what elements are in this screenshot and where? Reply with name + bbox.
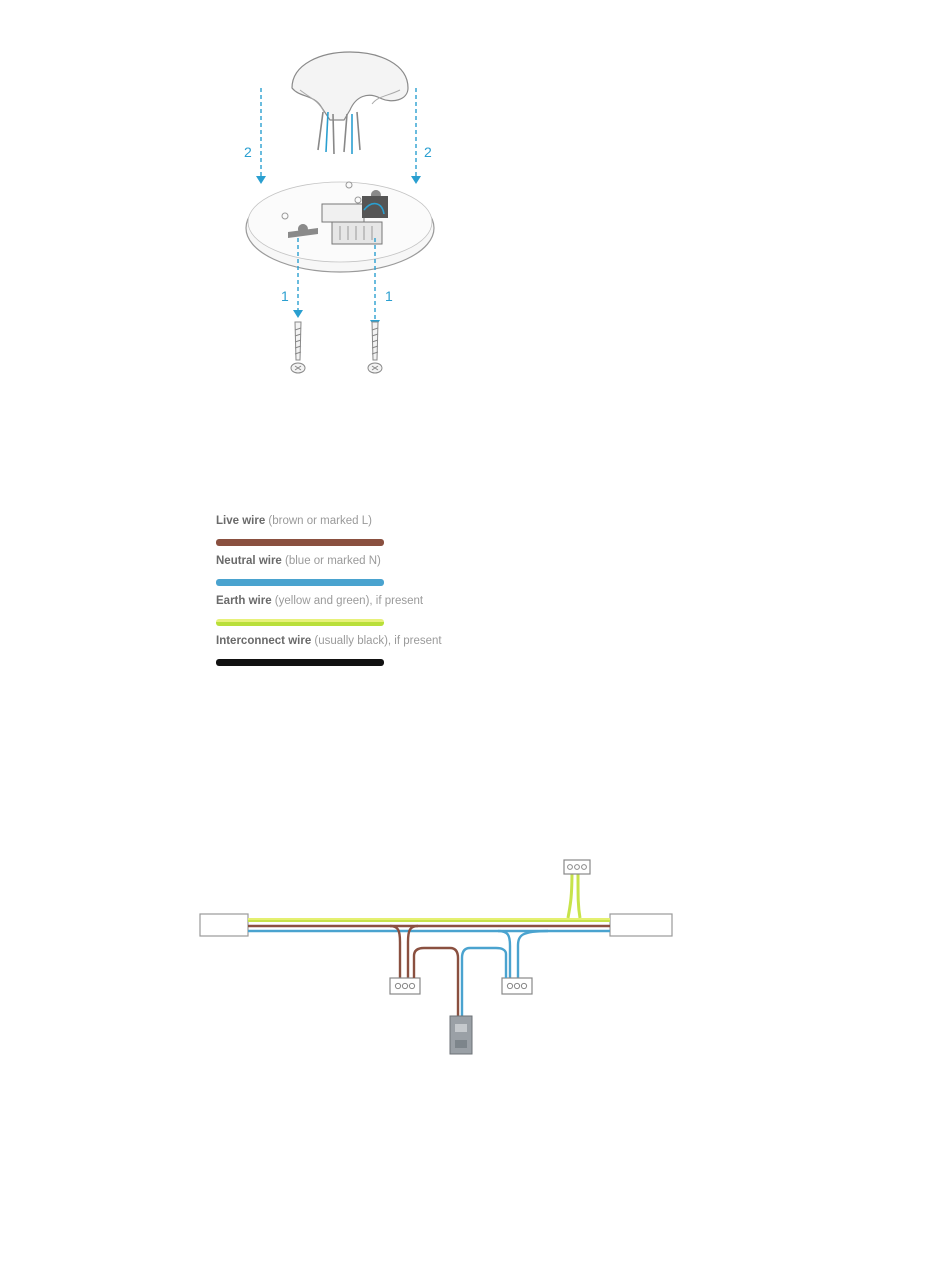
step-label-2-right: 2	[424, 144, 432, 160]
cable-sheath-left	[200, 914, 248, 936]
neutral-feed-to-device	[462, 948, 506, 1018]
earth-branch	[568, 870, 580, 918]
legend-item-neutral: Neutral wire (blue or marked N)	[216, 554, 616, 594]
legend-name: Neutral wire	[216, 555, 282, 567]
cable-sheath-right	[610, 914, 672, 936]
legend-item-interconnect: Interconnect wire (usually black), if pr…	[216, 634, 616, 674]
legend-desc: (brown or marked L)	[265, 515, 372, 527]
screw-icon	[368, 322, 382, 373]
earth-wire-swatch	[216, 619, 384, 626]
legend-name: Earth wire	[216, 595, 272, 607]
earth-connector-block	[564, 860, 590, 874]
device-unit	[450, 1016, 472, 1054]
live-connector-block	[390, 978, 420, 994]
alarm-head	[292, 52, 408, 120]
arrowhead-icon	[256, 176, 266, 184]
legend-desc: (yellow and green), if present	[272, 595, 424, 607]
legend-item-live: Live wire (brown or marked L)	[216, 514, 616, 554]
neutral-connector-block	[502, 978, 532, 994]
step-label-1-left: 1	[281, 288, 289, 304]
legend-desc: (usually black), if present	[311, 635, 441, 647]
live-feed-to-device	[414, 948, 458, 1018]
legend-desc: (blue or marked N)	[282, 555, 381, 567]
step-label-1-right: 1	[385, 288, 393, 304]
step-label-2-left: 2	[244, 144, 252, 160]
live-wire-swatch	[216, 539, 384, 546]
neutral-wire-swatch	[216, 579, 384, 586]
wire-legend: Live wire (brown or marked L) Neutral wi…	[216, 514, 616, 674]
screw-icon	[291, 322, 305, 373]
legend-item-earth: Earth wire (yellow and green), if presen…	[216, 594, 616, 634]
wiring-schematic	[0, 840, 950, 1080]
interconnect-wire-swatch	[216, 659, 384, 666]
arrowhead-icon	[293, 310, 303, 318]
legend-name: Interconnect wire	[216, 635, 311, 647]
mounting-plate	[246, 182, 434, 272]
mounting-diagram: 2 2 1 1	[0, 0, 950, 480]
legend-name: Live wire	[216, 515, 265, 527]
arrowhead-icon	[411, 176, 421, 184]
